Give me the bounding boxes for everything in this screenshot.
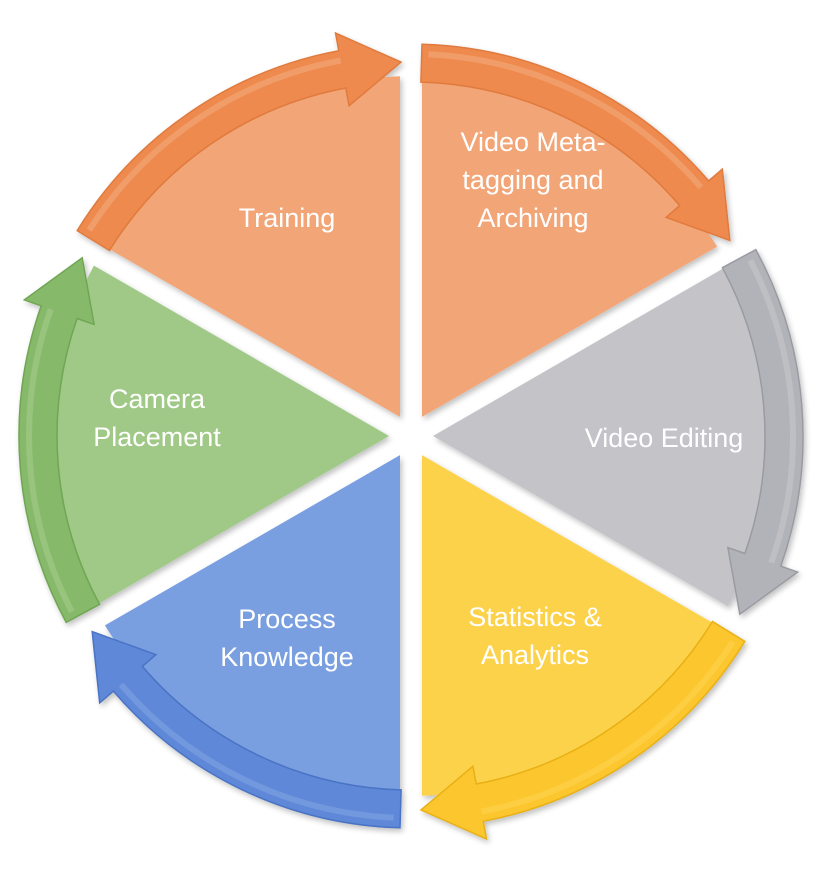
segment-video-meta-tagging <box>420 43 731 417</box>
label-video-editing: Video Editing <box>585 423 744 453</box>
cycle-arrow <box>419 620 746 841</box>
label-training: Training <box>239 203 336 233</box>
segment-video-editing <box>433 248 804 616</box>
arrow-highlight <box>86 57 342 232</box>
cycle-arrow <box>91 630 402 829</box>
segment-body <box>433 265 771 607</box>
label-line: Process <box>238 604 336 634</box>
label-line: Training <box>239 203 336 233</box>
label-line: Placement <box>93 422 221 452</box>
label-line: Statistics & <box>468 602 602 632</box>
segment-process-knowledge <box>91 455 402 829</box>
label-line: Analytics <box>481 640 589 670</box>
arrow-highlight <box>428 51 704 190</box>
arrow-highlight <box>26 308 75 614</box>
label-line: tagging and <box>462 165 603 195</box>
segment-body <box>51 265 390 607</box>
cycle-arrow <box>76 31 403 252</box>
segment-statistics-analytics <box>419 455 746 841</box>
label-line: Video Meta- <box>460 127 605 157</box>
segment-training <box>76 31 403 417</box>
arrow-highlight <box>480 640 736 815</box>
arrow-highlight <box>747 258 796 564</box>
label-line: Knowledge <box>220 642 354 672</box>
label-line: Camera <box>109 384 206 414</box>
cycle-arrow <box>420 43 731 242</box>
label-statistics-analytics: Statistics & Analytics <box>468 602 602 670</box>
label-line: Archiving <box>477 203 588 233</box>
segment-camera-placement <box>18 256 390 624</box>
arrow-highlight <box>118 682 394 821</box>
label-line: Video Editing <box>585 423 744 453</box>
